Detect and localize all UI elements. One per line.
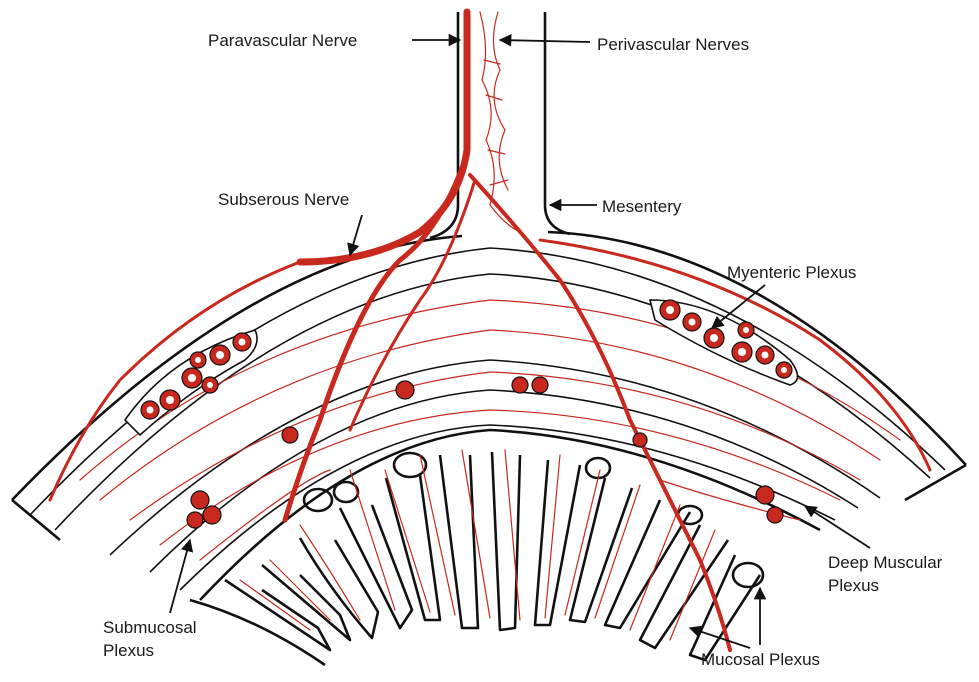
label-myenteric-plexus: Myenteric Plexus (727, 263, 856, 282)
label-deep-muscular-plexus-group: Deep Muscular Plexus (805, 506, 943, 595)
label-perivascular-nerves: Perivascular Nerves (597, 35, 749, 54)
label-mesentery-group: Mesentery (550, 197, 682, 216)
label-perivascular-nerves-group: Perivascular Nerves (500, 35, 749, 54)
label-deep-muscular-plexus-line1: Deep Muscular (828, 553, 943, 572)
label-mucosal-plexus: Mucosal Plexus (701, 650, 820, 669)
label-mucosal-plexus-group: Mucosal Plexus (690, 588, 820, 669)
label-paravascular-nerve: Paravascular Nerve (208, 31, 357, 50)
label-submucosal-plexus-line1: Submucosal (103, 618, 197, 637)
mucosa-villi (190, 452, 763, 665)
label-subserous-nerve: Subserous Nerve (218, 190, 349, 209)
label-paravascular-nerve-group: Paravascular Nerve (208, 31, 460, 50)
nerves (50, 12, 930, 650)
label-mesentery: Mesentery (602, 197, 682, 216)
label-deep-muscular-plexus-line2: Plexus (828, 576, 879, 595)
label-submucosal-plexus-line2: Plexus (103, 641, 154, 660)
submucosa-line (180, 425, 835, 590)
myenteric-ganglion-left (125, 330, 257, 435)
label-subserous-nerve-group: Subserous Nerve (218, 190, 362, 255)
mesentery-stalk (430, 12, 570, 238)
label-submucosal-plexus-group: Submucosal Plexus (103, 540, 197, 660)
